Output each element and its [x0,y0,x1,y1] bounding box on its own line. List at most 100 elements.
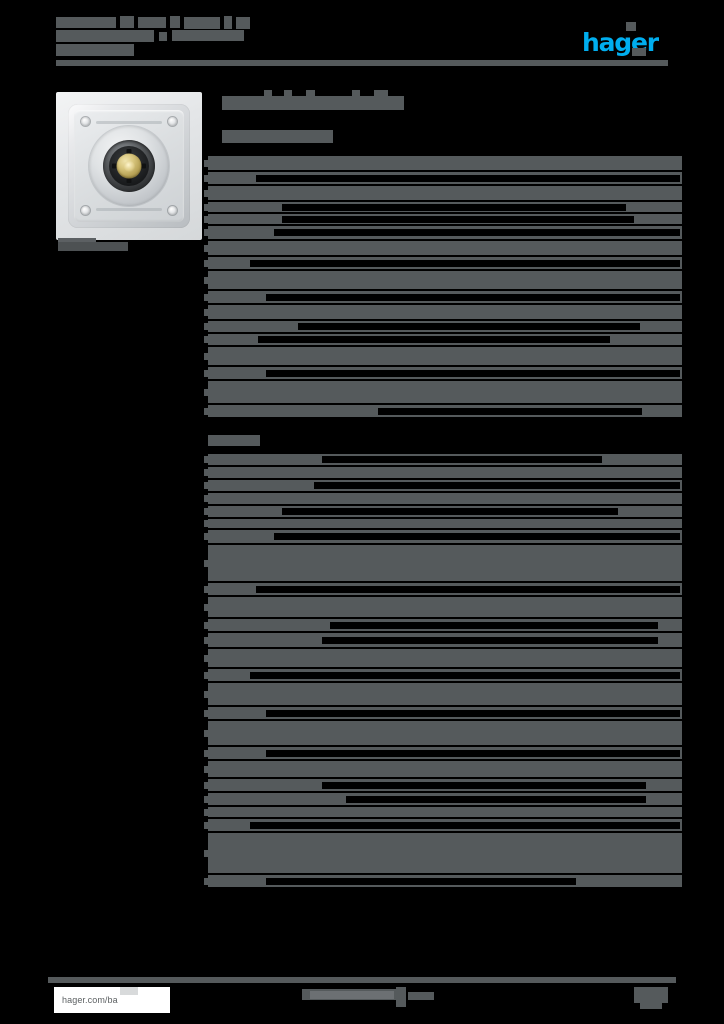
header-subtitle-redaction-3 [172,30,244,41]
table-cell-value-redaction [298,323,640,330]
footer-url-box[interactable]: hager.com/ba [54,987,170,1013]
table-row-marker [204,469,214,476]
table-row [204,649,682,667]
table-row-marker [204,189,214,197]
table-row-marker [204,159,214,167]
table-section-gap [208,419,682,433]
table-row [204,214,682,224]
table-row [204,807,682,817]
header-title-redaction-5 [184,17,220,29]
table-row-marker [204,671,214,679]
header-subtitle-redaction-1 [56,30,154,42]
table-row-marker [204,559,214,567]
table-row [204,405,682,417]
table-row [204,334,682,345]
header-reference-redaction-2 [56,44,108,56]
table-cell-value-redaction [282,203,626,211]
product-screw-bottom-left [81,206,90,215]
table-row [204,721,682,745]
table-row [204,172,682,184]
table-row-marker [204,654,214,662]
table-cell-value-redaction [274,229,680,236]
table-row-marker [204,323,214,330]
specification-table [204,156,682,889]
table-row [204,506,682,517]
header-title-redaction-1 [56,17,116,28]
table-cell-value-redaction [322,636,658,644]
table-row-marker [204,690,214,698]
table-row [204,545,682,581]
table-row [204,257,682,269]
product-image [56,92,202,240]
table-row [204,707,682,719]
header-rule [56,60,668,66]
table-row [204,321,682,332]
table-row [204,633,682,647]
table-row-marker [204,293,214,301]
table-row [204,271,682,289]
header-title-redaction-3 [138,17,166,28]
table-cell-value-redaction [274,533,680,540]
table-row-marker [204,877,214,885]
table-row [204,519,682,528]
table-cell-value-redaction [322,781,646,789]
doc-title-ascender-4 [352,90,360,97]
footer-page-number-redaction-2 [640,987,662,1009]
table-row [204,747,682,759]
table-row [204,381,682,403]
table-cell-value-redaction [330,621,658,629]
product-notch-bottom [126,175,132,183]
table-row-marker [204,352,214,360]
table-row-marker [204,276,214,284]
table-row [204,683,682,705]
table-cell-value-redaction [314,482,680,489]
table-row-marker [204,585,214,593]
table-row [204,779,682,791]
table-row-marker [204,259,214,267]
product-mounting-plate [68,104,190,228]
table-row [204,619,682,631]
table-cell-value-redaction [266,877,576,885]
product-emboss-bottom [96,208,162,211]
footer-center-redaction-4 [408,992,434,1000]
product-notch-left [112,163,120,169]
footer-url-redaction [120,987,138,995]
table-row [204,454,682,465]
table-cell-value-redaction [282,215,634,223]
footer-url[interactable]: hager.com/ba [62,995,118,1005]
table-cell-value-redaction [266,293,680,301]
table-row-marker [204,336,214,343]
table-cell-value-redaction [322,456,602,463]
table-row-marker [204,174,214,182]
table-row [204,347,682,365]
table-row-marker [204,621,214,629]
table-cell-value-redaction [250,671,680,679]
table-cell-value-redaction [250,259,680,267]
table-row-marker [204,709,214,717]
table-cell-value-redaction [256,174,680,182]
product-screw-bottom-right [168,206,177,215]
product-screw-top-right [168,117,177,126]
table-row [204,793,682,805]
table-row-marker [204,849,214,857]
product-contact-core [123,160,135,172]
page-footer: hager.com/ba [48,987,676,1015]
doc-title-ascender-3 [306,90,315,97]
product-inner-ring [109,146,149,186]
product-outer-ring [89,126,169,206]
table-section-gap [208,448,682,452]
table-row-marker [204,388,214,396]
table-cell-value-redaction [250,821,680,829]
table-row [204,597,682,617]
table-row-marker [204,369,214,377]
product-caption-redaction-top [58,238,96,243]
table-row-marker [204,781,214,789]
table-row [204,241,682,255]
footer-center-redaction-3 [396,987,406,1007]
table-row-marker [204,603,214,611]
table-row [204,493,682,504]
table-row-marker [204,808,214,816]
table-cell-value-redaction [346,795,646,803]
table-row-marker [204,508,214,515]
